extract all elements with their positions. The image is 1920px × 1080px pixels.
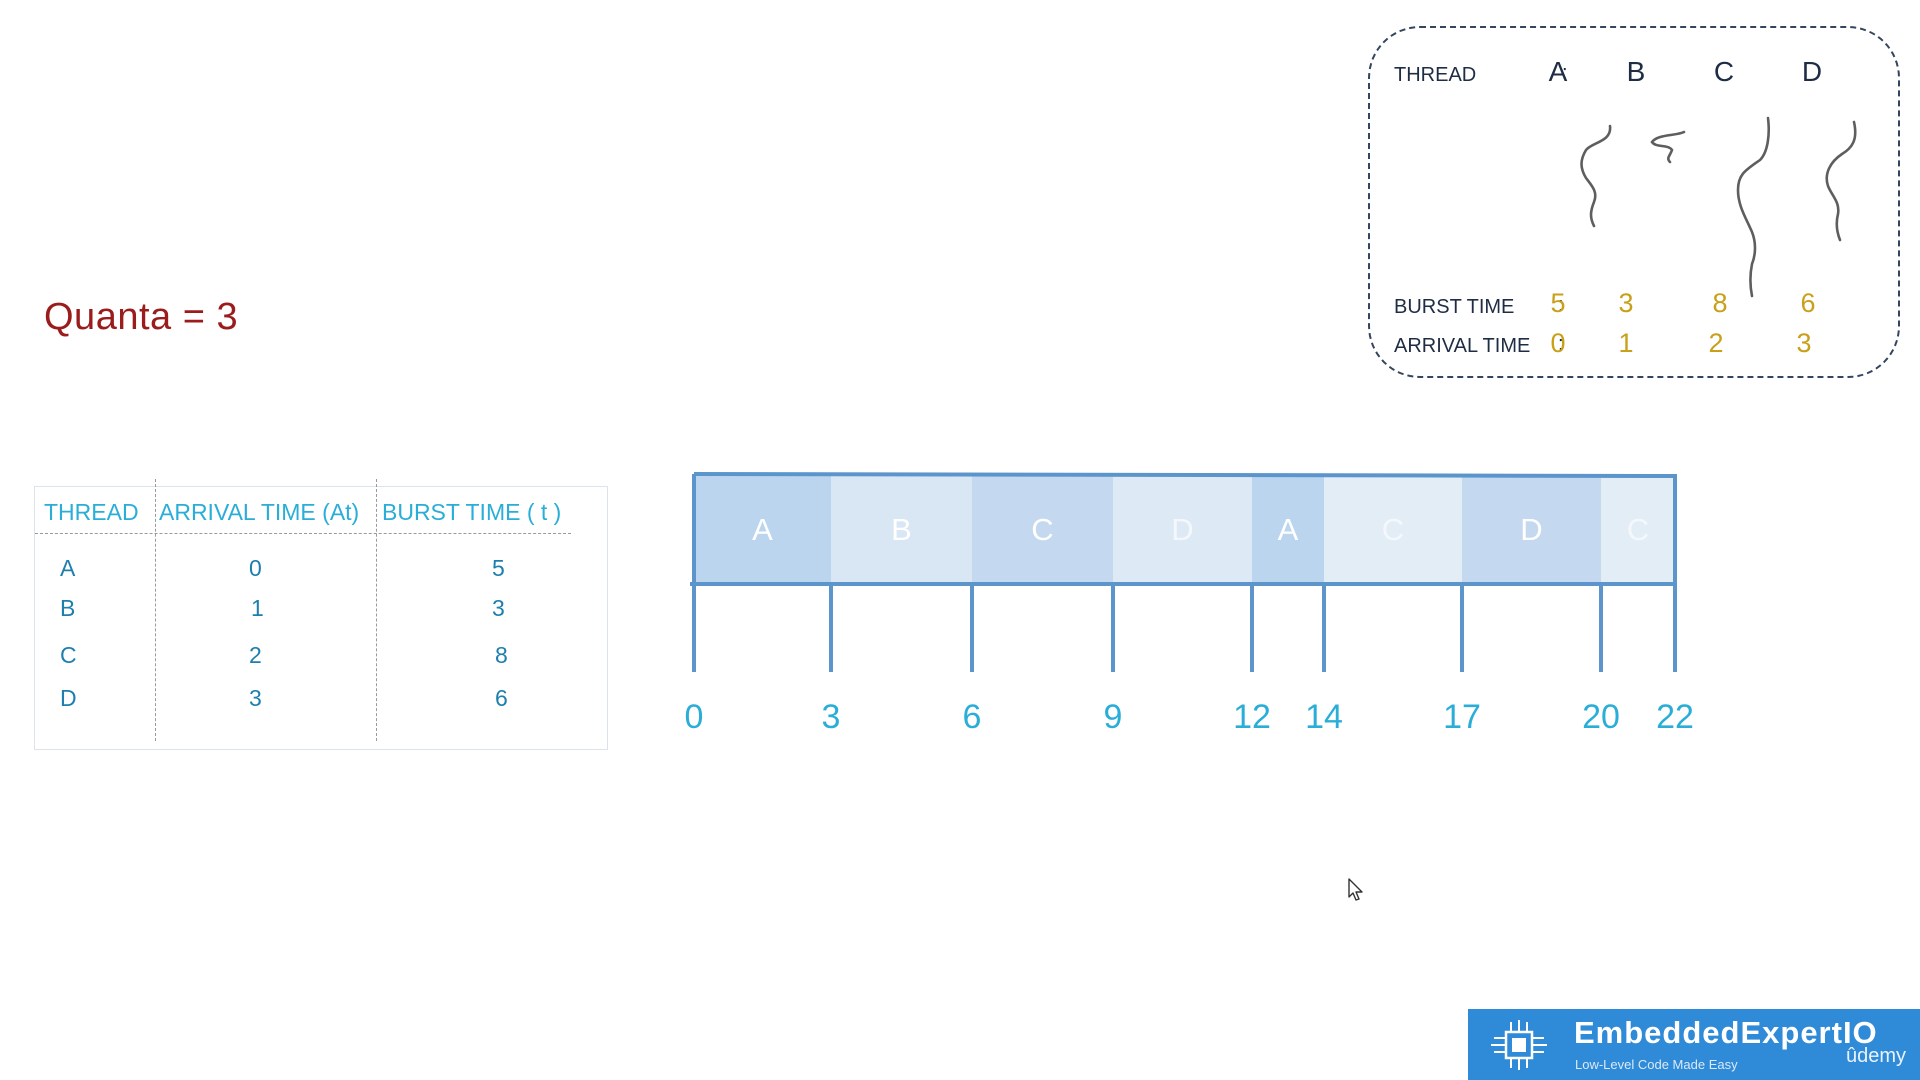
legend-arrival-value: 0 xyxy=(1550,328,1566,358)
legend-arrival-label: ARRIVAL TIME xyxy=(1394,335,1531,357)
gantt-top-border xyxy=(693,472,1676,478)
thread-d-squiggle xyxy=(1825,120,1857,242)
thread-legend-box: THREAD : A B C D BURST TIME : 5 3 8 6 AR… xyxy=(1368,26,1900,378)
gantt-tick-label: 3 xyxy=(822,698,841,736)
row-burst: 6 xyxy=(495,685,508,711)
chip-icon xyxy=(1491,1020,1547,1070)
gantt-slice-label: A xyxy=(752,512,773,547)
legend-burst-label: BURST TIME xyxy=(1394,296,1515,318)
gantt-slice-label: D xyxy=(1171,512,1193,547)
legend-colon: : xyxy=(1558,333,1564,355)
gantt-slice-label: C xyxy=(1031,512,1053,547)
legend-thread-label: THREAD xyxy=(1394,64,1477,86)
brand-tagline: Low-Level Code Made Easy xyxy=(1575,1057,1738,1072)
brand-banner: EmbeddedExpertIO Low-Level Code Made Eas… xyxy=(1468,1009,1920,1080)
column-divider xyxy=(155,479,156,741)
gantt-slice-c xyxy=(1324,476,1462,582)
header-arrival-time: ARRIVAL TIME (At) xyxy=(159,499,360,525)
thread-b-squiggle xyxy=(1650,130,1686,164)
thread-squiggle-icons xyxy=(1580,116,1857,298)
gantt-slice-a xyxy=(1252,476,1324,582)
gantt-slice-label: D xyxy=(1520,512,1542,547)
legend-burst-value: 8 xyxy=(1712,288,1728,318)
thread-a-squiggle xyxy=(1580,124,1612,228)
thread-c-squiggle xyxy=(1736,116,1771,298)
row-arrival: 0 xyxy=(249,555,262,581)
gantt-slice-label: A xyxy=(1278,512,1299,547)
brand-name: EmbeddedExpertIO xyxy=(1574,1015,1878,1050)
legend-burst-value: 3 xyxy=(1618,288,1634,318)
platform-logo: ûdemy xyxy=(1845,1045,1906,1067)
gantt-slice-a xyxy=(694,476,831,582)
legend-thread-name: A xyxy=(1548,56,1568,87)
gantt-tick-label: 0 xyxy=(685,698,704,736)
quanta-label: Quanta = 3 xyxy=(44,296,239,338)
gantt-slice-label: C xyxy=(1627,512,1649,547)
gantt-slice-label: B xyxy=(891,512,912,547)
gantt-tick-label: 17 xyxy=(1443,698,1481,736)
row-thread: D xyxy=(60,685,77,711)
gantt-slice-c xyxy=(972,476,1113,582)
row-burst: 3 xyxy=(492,595,505,621)
row-arrival: 3 xyxy=(249,685,262,711)
row-burst: 5 xyxy=(492,555,505,581)
legend-thread-name: C xyxy=(1713,56,1735,87)
legend-colon: : xyxy=(1562,62,1568,84)
mouse-cursor-icon xyxy=(1348,878,1363,901)
legend-thread-name: D xyxy=(1801,56,1823,87)
gantt-tick-label: 9 xyxy=(1104,698,1123,736)
row-thread: C xyxy=(60,642,77,668)
row-thread: A xyxy=(60,555,76,581)
legend-burst-value: 6 xyxy=(1800,288,1816,318)
thread-table: THREAD ARRIVAL TIME (At) BURST TIME ( t … xyxy=(34,479,608,750)
row-arrival: 2 xyxy=(249,642,262,668)
legend-thread-name: B xyxy=(1626,56,1646,87)
gantt-slice-c xyxy=(1601,476,1675,582)
gantt-slice-label: C xyxy=(1382,512,1404,547)
row-burst: 8 xyxy=(495,642,508,668)
legend-burst-value: 5 xyxy=(1550,288,1566,318)
gantt-slice-b xyxy=(831,476,972,582)
row-arrival: 1 xyxy=(251,595,264,621)
column-divider xyxy=(376,479,377,741)
gantt-tick-label: 22 xyxy=(1656,698,1694,736)
legend-arrival-value: 3 xyxy=(1796,328,1812,358)
legend-colon: : xyxy=(1558,294,1564,316)
gantt-tick-label: 20 xyxy=(1582,698,1620,736)
gantt-tick-label: 14 xyxy=(1305,698,1343,736)
header-burst-time: BURST TIME ( t ) xyxy=(382,499,562,525)
row-thread: B xyxy=(60,595,76,621)
gantt-slice-d xyxy=(1113,476,1252,582)
gantt-tick-label: 12 xyxy=(1233,698,1271,736)
legend-arrival-value: 1 xyxy=(1618,328,1634,358)
header-divider xyxy=(35,533,571,534)
header-thread: THREAD xyxy=(44,499,139,525)
legend-arrival-value: 2 xyxy=(1708,328,1724,358)
gantt-tick-label: 6 xyxy=(963,698,982,736)
gantt-slice-d xyxy=(1462,476,1601,582)
